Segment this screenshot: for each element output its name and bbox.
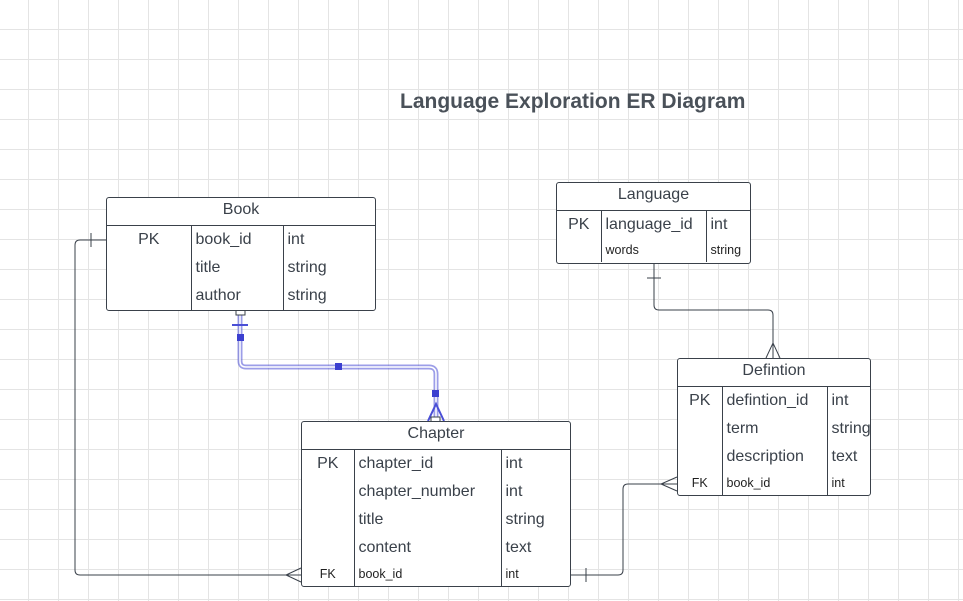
field-cell: title: [354, 506, 502, 534]
key-cell: [107, 254, 192, 282]
entity-row: content text: [302, 534, 570, 562]
field-cell: language_id: [601, 211, 707, 238]
field-cell: book_id: [722, 471, 828, 495]
entity-definition-header: Defintion: [678, 359, 870, 387]
key-cell: FK: [302, 562, 355, 586]
crow-foot-marker: [765, 341, 781, 359]
connector-language-definition[interactable]: [647, 264, 781, 359]
field-cell: title: [191, 254, 284, 282]
type-cell: string: [710, 243, 742, 257]
field-cell: chapter_number: [354, 478, 502, 506]
entity-row: description text: [678, 443, 870, 471]
connector-book-chapter-selected[interactable]: [232, 305, 445, 427]
type-cell: int: [831, 392, 849, 409]
key-cell: [678, 443, 723, 471]
entity-row: FK book_id int: [678, 471, 870, 495]
key-cell: FK: [678, 471, 723, 495]
entity-row: term string: [678, 415, 871, 443]
type-cell: int: [505, 483, 523, 500]
type-cell: string: [287, 259, 327, 276]
type-cell: string: [831, 420, 871, 437]
field-cell: book_id: [354, 562, 502, 586]
entity-chapter-header: Chapter: [302, 422, 570, 450]
key-cell: [107, 282, 192, 310]
field-cell: author: [191, 282, 284, 310]
field-cell: defintion_id: [722, 387, 828, 415]
key-cell: PK: [557, 211, 602, 238]
type-cell: int: [287, 231, 305, 248]
entity-row: PK language_id int: [557, 211, 750, 238]
type-cell: text: [831, 448, 858, 465]
field-cell: chapter_id: [354, 450, 502, 478]
entity-row: author string: [107, 282, 375, 310]
entity-language[interactable]: Language PK language_id int words string: [556, 182, 751, 264]
entity-row: PK chapter_id int: [302, 450, 570, 478]
key-cell: [557, 238, 602, 262]
key-cell: PK: [107, 226, 192, 254]
key-cell: [678, 415, 723, 443]
type-cell: int: [505, 567, 519, 581]
entity-chapter[interactable]: Chapter PK chapter_id int chapter_number…: [301, 421, 571, 587]
bend-handle: [335, 363, 342, 370]
crow-foot-marker: [659, 476, 678, 492]
bend-handle: [432, 390, 439, 397]
type-cell: int: [710, 215, 728, 233]
connector-book-chapter-fk[interactable]: [74, 233, 302, 583]
entity-definition[interactable]: Defintion PK defintion_id int term strin…: [677, 358, 871, 496]
diagram-title: Language Exploration ER Diagram: [400, 90, 746, 113]
type-cell: string: [287, 287, 327, 304]
entity-book-header: Book: [107, 198, 375, 226]
entity-row: PK book_id int: [107, 226, 375, 254]
entity-book[interactable]: Book PK book_id int title string author …: [106, 197, 376, 311]
type-cell: string: [505, 511, 545, 528]
type-cell: int: [505, 455, 523, 472]
entity-row: chapter_number int: [302, 478, 570, 506]
key-cell: PK: [302, 450, 355, 478]
entity-row: title string: [107, 254, 375, 282]
key-cell: [302, 506, 355, 534]
entity-row: FK book_id int: [302, 562, 570, 586]
key-cell: PK: [678, 387, 723, 415]
key-cell: [302, 478, 355, 506]
crow-foot-marker: [427, 401, 445, 422]
entity-language-header: Language: [557, 183, 750, 211]
field-cell: term: [722, 415, 828, 443]
entity-row: words string: [557, 238, 750, 262]
field-cell: words: [601, 238, 707, 262]
connector-chapter-definition[interactable]: [571, 476, 678, 582]
entity-row: title string: [302, 506, 570, 534]
bend-handle: [237, 334, 244, 341]
type-cell: int: [831, 476, 845, 490]
crow-foot-marker: [284, 567, 302, 583]
field-cell: book_id: [191, 226, 284, 254]
type-cell: text: [505, 539, 532, 556]
entity-row: PK defintion_id int: [678, 387, 870, 415]
key-cell: [302, 534, 355, 562]
field-cell: content: [354, 534, 502, 562]
field-cell: description: [722, 443, 828, 471]
